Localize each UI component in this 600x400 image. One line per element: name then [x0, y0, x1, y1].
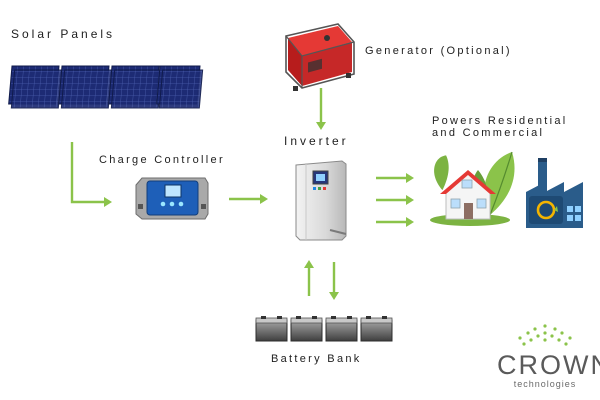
factory-icon — [526, 158, 583, 228]
powers-label-line1: Powers Residential — [432, 115, 568, 127]
generator-label: Generator (Optional) — [365, 45, 512, 57]
crown-dots-icon — [518, 324, 572, 346]
solar-panels-label: Solar Panels — [11, 27, 116, 41]
flow-arrows — [70, 88, 408, 296]
powers-label-line2: and Commercial — [432, 127, 545, 139]
brand-name: CROWN — [497, 350, 600, 380]
house-icon — [430, 151, 515, 226]
generator-icon — [285, 23, 355, 91]
arrow-panels-to-controller — [70, 142, 106, 204]
inverter-icon — [295, 160, 347, 241]
inverter-label: Inverter — [284, 134, 349, 148]
charge-controller-label: Charge Controller — [99, 154, 225, 166]
charge-controller-icon — [135, 177, 209, 220]
brand-logo: CROWN technologies — [497, 350, 600, 390]
battery-icon — [255, 316, 393, 342]
solar-panel-icon — [8, 65, 204, 109]
battery-bank-label: Battery Bank — [271, 353, 362, 365]
arrow-heads — [104, 122, 414, 300]
brand-tagline: technologies — [513, 379, 577, 389]
